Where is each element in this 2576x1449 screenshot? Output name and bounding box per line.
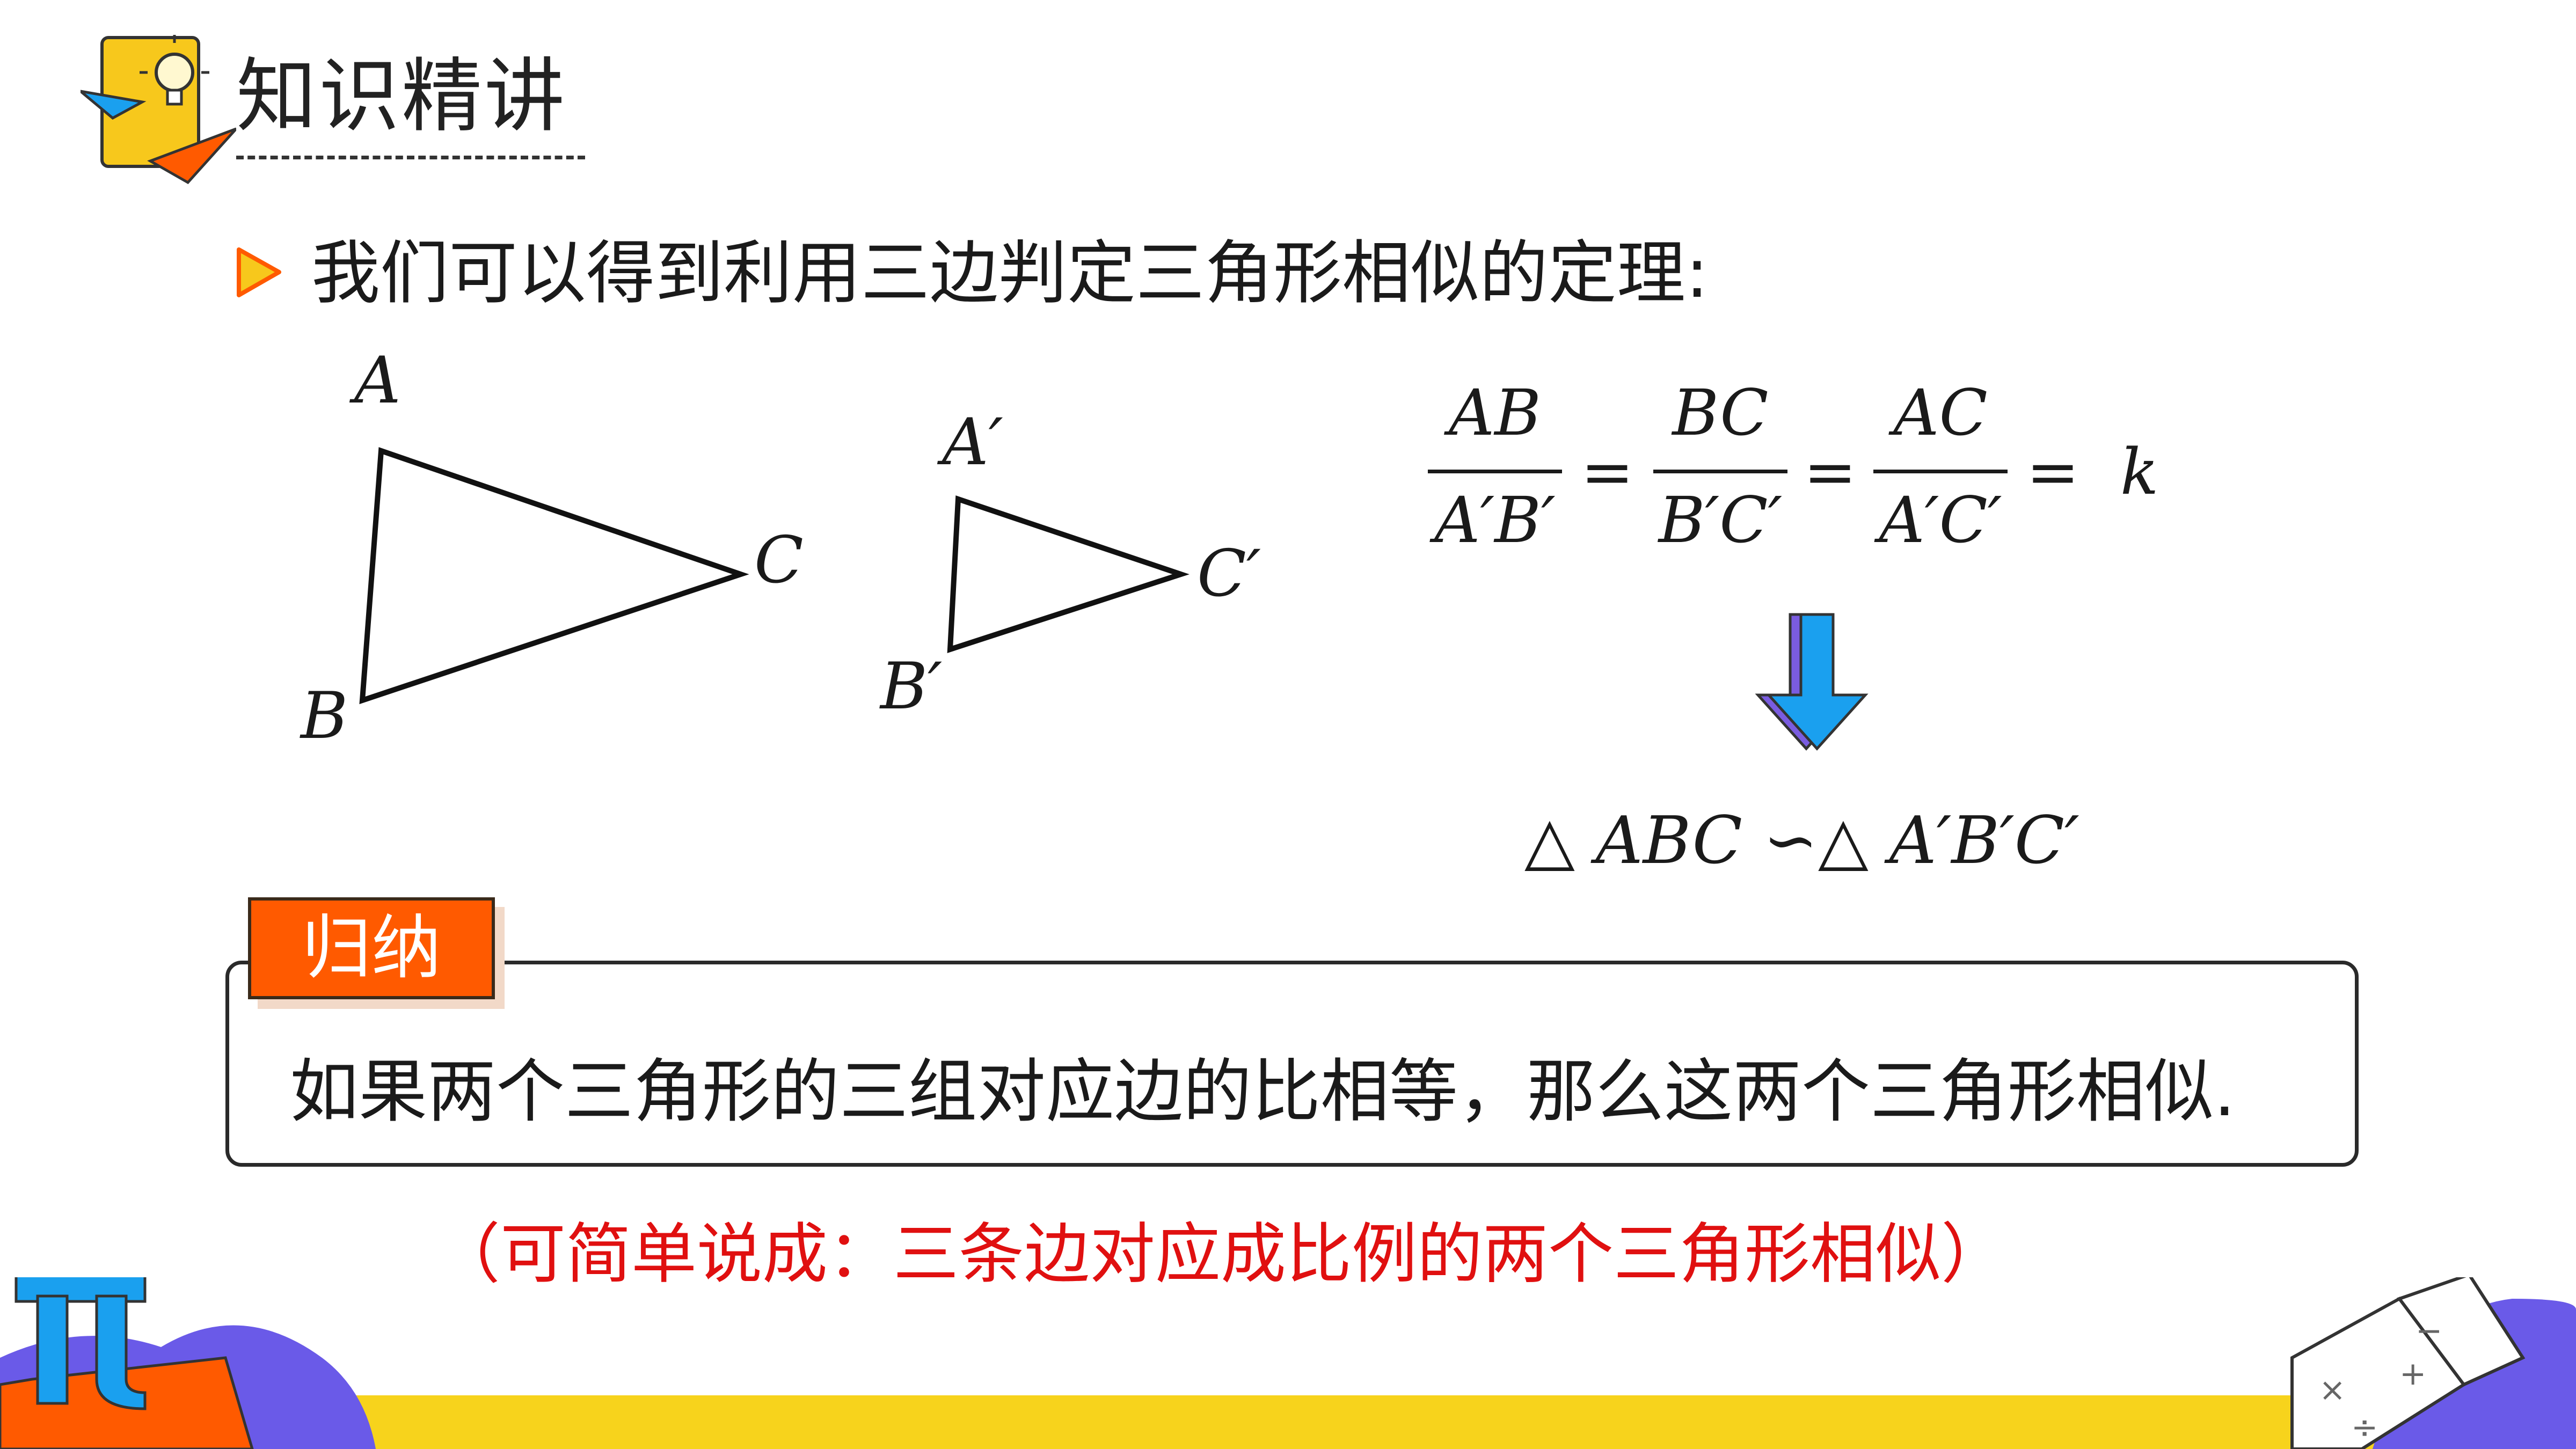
vertex-label-b-prime: B′: [879, 649, 942, 724]
fraction-numerator: BC: [1672, 376, 1769, 450]
fraction-denominator: A′B′: [1434, 483, 1556, 557]
fraction-bar: [1873, 470, 2008, 473]
svg-text:×: ×: [2319, 1371, 2346, 1409]
fraction-numerator: AB: [1449, 376, 1541, 450]
footer-decoration: − + × ÷: [0, 1277, 2576, 1449]
triangle-abc: [359, 447, 749, 705]
fraction-numerator: AC: [1893, 376, 1988, 450]
svg-text:+: +: [2399, 1355, 2426, 1393]
ratio-k: k: [2120, 435, 2159, 509]
vertex-label-a: A: [349, 343, 401, 418]
triangle-name-abc: ABC: [1595, 802, 1742, 879]
summary-box: [225, 961, 2359, 1167]
lightbulb-note-icon: [81, 35, 236, 185]
vertex-label-c: C: [754, 523, 804, 598]
fraction-bar: [1653, 470, 1787, 473]
equals-sign: =: [1804, 435, 1857, 509]
triangle-figures: A B C A′ B′ C′: [300, 343, 1261, 753]
play-bullet-icon: [237, 247, 281, 297]
summary-tab-label: 归纳: [301, 907, 441, 989]
svg-text:−: −: [2416, 1312, 2442, 1350]
equals-sign: =: [1581, 435, 1634, 509]
svg-text:÷: ÷: [2351, 1409, 2378, 1446]
similarity-statement: △ ABC ∽△ A′B′C′: [1524, 802, 2079, 879]
fraction-denominator: B′C′: [1658, 483, 1783, 557]
vertex-label-b: B: [300, 679, 348, 753]
intro-text: 我们可以得到利用三边判定三角形相似的定理:: [311, 233, 1709, 313]
similar-symbol: ∽: [1763, 802, 1818, 879]
footer-stripe: [0, 1395, 2576, 1449]
vertex-label-a-prime: A′: [937, 405, 1003, 480]
title-underline: [236, 156, 585, 159]
note-text: （可简单说成：三条边对应成比例的两个三角形相似）: [435, 1216, 2006, 1292]
open-book-icon: − + × ÷: [2290, 1277, 2526, 1449]
ratio-equation: AB A′B′ = BC B′C′ = AC A′C′ = k: [1428, 376, 2233, 580]
vertex-label-c-prime: C′: [1197, 537, 1261, 611]
equals-sign: =: [2026, 435, 2079, 509]
triangle-name-a-prime-b-prime-c-prime: A′B′C′: [1889, 802, 2079, 879]
summary-text: 如果两个三角形的三组对应边的比相等，那么这两个三角形相似.: [290, 1052, 2236, 1132]
down-arrow-icon: [1755, 613, 1869, 751]
page-title: 知识精讲: [236, 50, 567, 143]
triangle-symbol: △: [1524, 802, 1575, 879]
triangle-a-prime-b-prime-c-prime: [947, 495, 1190, 654]
triangle-symbol: △: [1818, 802, 1869, 879]
fraction-denominator: A′C′: [1879, 483, 2002, 557]
summary-tab: [248, 897, 495, 999]
fraction-bar: [1428, 470, 1562, 473]
pi-icon: [14, 1277, 147, 1410]
